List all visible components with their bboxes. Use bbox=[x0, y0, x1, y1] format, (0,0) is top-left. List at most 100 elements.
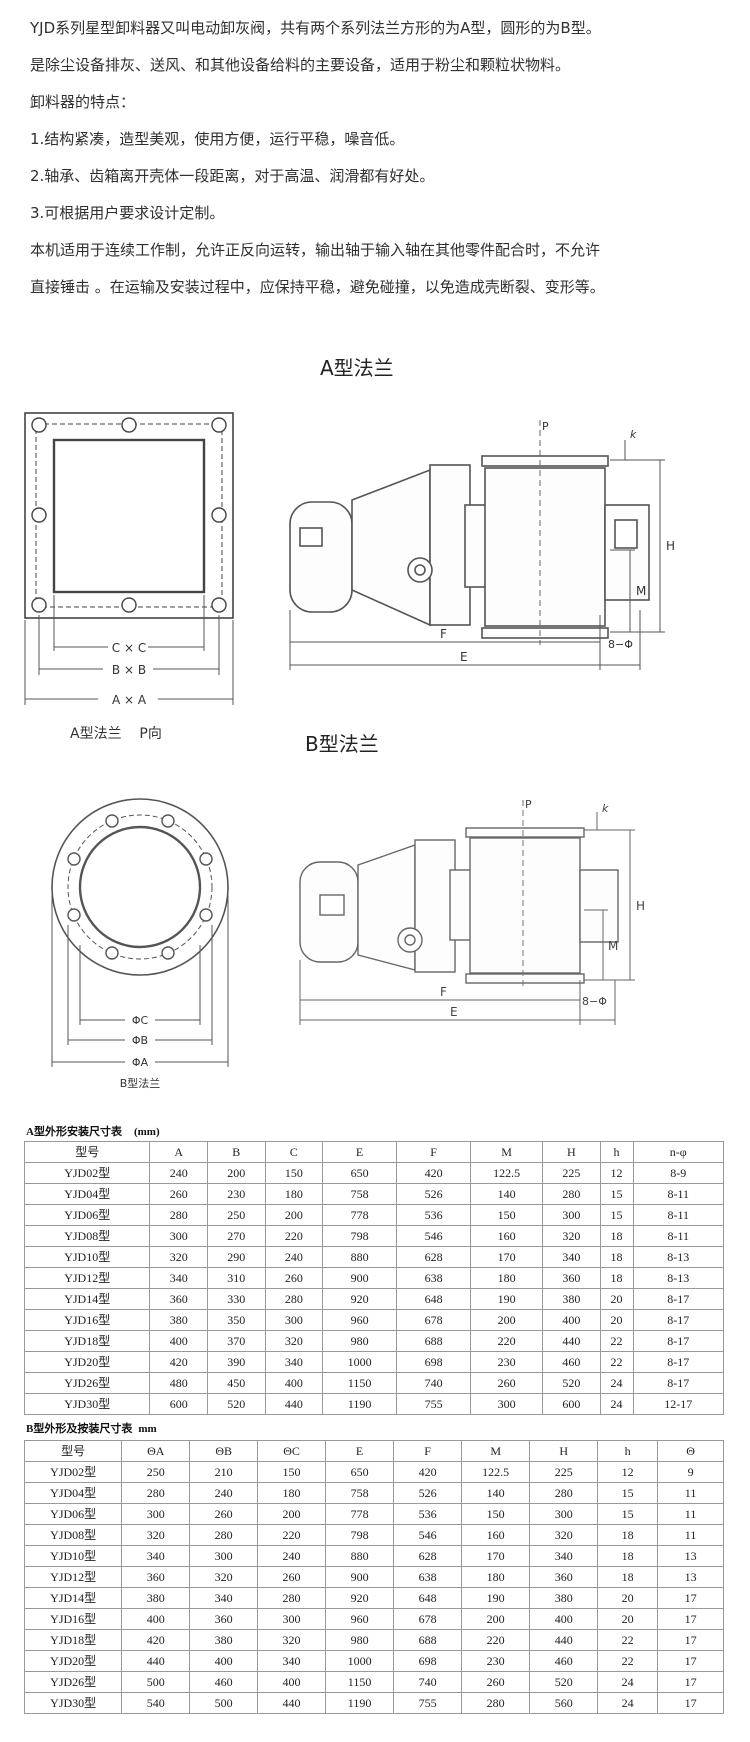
a-flange-title: A型法兰 bbox=[320, 356, 394, 380]
table-cell: 200 bbox=[461, 1608, 531, 1630]
b-flange-caption: B型法兰 bbox=[120, 1076, 161, 1090]
intro-text: YJD系列星型卸料器又叫电动卸灰阀，共有两个系列法兰方形的为A型，圆形的为B型。… bbox=[30, 10, 730, 306]
table-cell: 400 bbox=[529, 1608, 599, 1630]
table-cell: 370 bbox=[206, 1330, 266, 1352]
table-cell: 24 bbox=[597, 1671, 659, 1693]
table-cell: 380 bbox=[542, 1288, 601, 1310]
table-cell: 758 bbox=[322, 1183, 398, 1205]
table-header-cell: n-φ bbox=[632, 1141, 724, 1163]
table-cell: 320 bbox=[264, 1330, 324, 1352]
dim-b: ΦB bbox=[132, 1034, 148, 1047]
table-cell: 1190 bbox=[322, 1393, 398, 1415]
intro-line: 是除尘设备排灰、送风、和其他设备给料的主要设备，适用于粉尘和颗粒状物料。 bbox=[30, 56, 571, 74]
table-cell: 8-17 bbox=[632, 1351, 724, 1373]
label-h: H bbox=[666, 539, 675, 553]
table-cell: 390 bbox=[206, 1351, 266, 1373]
table-cell: YJD30型 bbox=[23, 1393, 151, 1415]
table-cell: 9 bbox=[657, 1461, 724, 1483]
table-cell: 260 bbox=[461, 1671, 531, 1693]
table-cell: 160 bbox=[470, 1225, 544, 1247]
table-cell: 13 bbox=[657, 1545, 724, 1567]
table-cell: 778 bbox=[322, 1204, 398, 1226]
bolt-circle-square bbox=[35, 423, 223, 608]
table-cell: 688 bbox=[393, 1629, 463, 1651]
table-a-title: A型外形安装尺寸表 (mm) bbox=[26, 1123, 160, 1139]
table-cell: 180 bbox=[470, 1267, 544, 1289]
label-h: H bbox=[636, 899, 645, 913]
table-header-cell: E bbox=[324, 1440, 395, 1462]
table-cell: 24 bbox=[599, 1393, 634, 1415]
table-cell: 688 bbox=[396, 1330, 472, 1352]
table-cell: 8-13 bbox=[632, 1246, 724, 1268]
table-cell: 440 bbox=[542, 1330, 601, 1352]
table-cell: 460 bbox=[529, 1650, 599, 1672]
table-cell: 230 bbox=[461, 1650, 531, 1672]
bottom-flange bbox=[481, 627, 609, 639]
table-cell: 740 bbox=[393, 1671, 463, 1693]
table-cell: 200 bbox=[470, 1309, 544, 1331]
table-cell: 13 bbox=[657, 1566, 724, 1588]
table-cell: 755 bbox=[393, 1692, 463, 1714]
table-header-cell: ΘB bbox=[189, 1440, 259, 1462]
table-cell: 340 bbox=[189, 1587, 259, 1609]
table-cell: YJD16型 bbox=[23, 1309, 151, 1331]
table-cell: YJD06型 bbox=[23, 1503, 123, 1525]
table-cell: 12 bbox=[597, 1461, 659, 1483]
table-a-name: A型外形安装尺寸表 bbox=[26, 1126, 122, 1138]
table-cell: 8-9 bbox=[632, 1162, 724, 1184]
table-header-cell: 型号 bbox=[23, 1440, 123, 1462]
table-cell: YJD26型 bbox=[23, 1372, 151, 1394]
table-a-unit: (mm) bbox=[133, 1126, 160, 1138]
table-cell: 380 bbox=[121, 1587, 191, 1609]
table-header-cell: M bbox=[470, 1141, 544, 1163]
table-header-cell: h bbox=[597, 1440, 659, 1462]
table-cell: YJD04型 bbox=[23, 1482, 123, 1504]
table-cell: 480 bbox=[149, 1372, 208, 1394]
dim-cc: C × C bbox=[112, 641, 146, 655]
table-cell: 8-17 bbox=[632, 1330, 724, 1352]
table-cell: 200 bbox=[257, 1503, 326, 1525]
table-cell: 11 bbox=[657, 1503, 724, 1525]
table-cell: 170 bbox=[470, 1246, 544, 1268]
table-cell: 11 bbox=[657, 1482, 724, 1504]
table-cell: YJD30型 bbox=[23, 1692, 123, 1714]
table-cell: 340 bbox=[264, 1351, 324, 1373]
table-header-cell: ΘC bbox=[257, 1440, 326, 1462]
table-cell: 1150 bbox=[322, 1372, 398, 1394]
bolt-holes bbox=[67, 814, 213, 960]
dimension-lines bbox=[24, 595, 234, 705]
table-cell: 280 bbox=[257, 1587, 326, 1609]
table-cell: 160 bbox=[461, 1524, 531, 1546]
table-cell: 380 bbox=[529, 1587, 599, 1609]
table-cell: 980 bbox=[324, 1629, 395, 1651]
table-cell: 778 bbox=[324, 1503, 395, 1525]
table-cell: 22 bbox=[597, 1650, 659, 1672]
table-cell: 180 bbox=[257, 1482, 326, 1504]
dimension-lines bbox=[51, 895, 229, 1067]
rotor-housing bbox=[484, 467, 606, 627]
table-cell: 648 bbox=[396, 1288, 472, 1310]
b-flange-front-drawing: ΦC ΦB ΦA B型法兰 bbox=[51, 798, 229, 1090]
table-cell: 225 bbox=[542, 1162, 601, 1184]
table-cell: 526 bbox=[393, 1482, 463, 1504]
label-hole: 8−Φ bbox=[608, 638, 633, 651]
table-cell: 678 bbox=[393, 1608, 463, 1630]
table-header-cell: 型号 bbox=[23, 1141, 151, 1163]
table-cell: 758 bbox=[324, 1482, 395, 1504]
table-cell: YJD20型 bbox=[23, 1650, 123, 1672]
table-cell: 280 bbox=[461, 1692, 531, 1714]
dim-c: ΦC bbox=[132, 1014, 149, 1027]
label-p: P bbox=[525, 800, 532, 811]
label-f: F bbox=[440, 627, 447, 641]
table-cell: 380 bbox=[149, 1309, 208, 1331]
table-cell: 12-17 bbox=[632, 1393, 724, 1415]
